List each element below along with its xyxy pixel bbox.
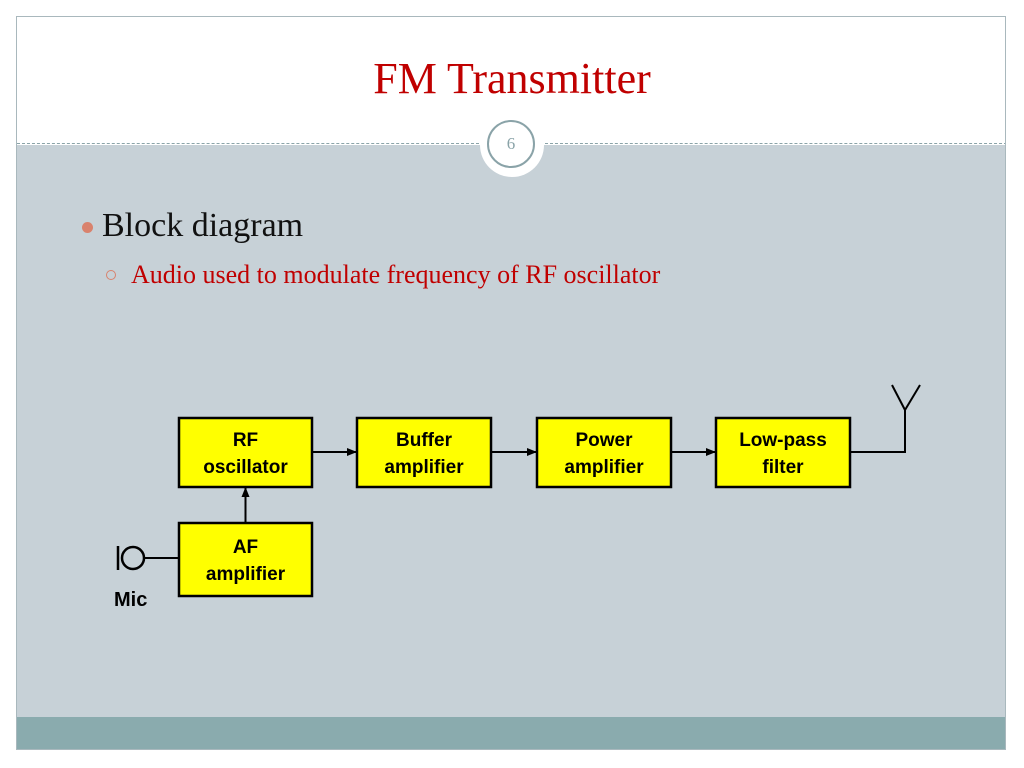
block-af-amplifier-line2: amplifier: [206, 564, 286, 585]
antenna-icon: [891, 384, 921, 452]
sub-bullet-text: Audio used to modulate frequency of RF o…: [131, 260, 661, 289]
title-divider-right: [545, 143, 1005, 144]
mic-label: Mic: [114, 589, 147, 611]
block-af-amplifier-line1: AF: [233, 537, 258, 558]
line-filter-to-antenna: [850, 410, 906, 453]
block-buffer-amplifier-line1: Buffer: [396, 430, 453, 451]
block-power-amplifier: Power amplifier: [535, 416, 673, 489]
block-power-amplifier-line1: Power: [575, 430, 633, 451]
block-low-pass-filter: Low-pass filter: [714, 416, 852, 489]
block-buffer-amplifier: Buffer amplifier: [355, 416, 493, 489]
bullet-dot-icon: [82, 222, 93, 233]
block-buffer-amplifier-line2: amplifier: [384, 457, 464, 478]
block-rf-oscillator-line2: oscillator: [203, 457, 288, 478]
block-low-pass-filter-line2: filter: [762, 457, 804, 478]
block-af-amplifier: AF amplifier: [177, 521, 314, 598]
block-low-pass-filter-line1: Low-pass: [739, 430, 827, 451]
block-rf-oscillator: RF oscillator: [177, 416, 314, 489]
slide-title: FM Transmitter: [373, 54, 651, 103]
sub-bullet-circle-icon: [106, 270, 116, 280]
microphone-icon: [116, 545, 146, 571]
slide-frame: FM Transmitter 6: [16, 16, 1006, 750]
bullet-text: Block diagram: [102, 207, 304, 244]
footer-band: [17, 717, 1005, 749]
title-divider-left: [17, 143, 479, 144]
block-power-amplifier-line2: amplifier: [564, 457, 644, 478]
block-rf-oscillator-line1: RF: [233, 430, 258, 451]
page-number-badge: 6: [487, 120, 535, 168]
